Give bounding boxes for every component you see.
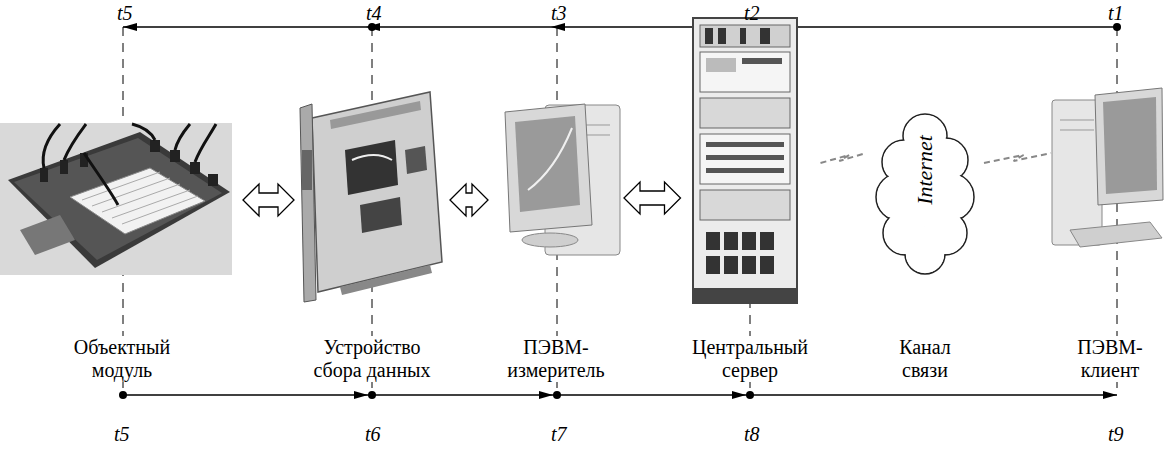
daq-card-picture bbox=[300, 92, 442, 302]
central-server: Центральный сервер bbox=[684, 85, 817, 386]
time-label: t4 bbox=[366, 1, 382, 25]
time-label: t3 bbox=[551, 1, 567, 25]
measuring-pc-picture bbox=[505, 104, 620, 255]
device-caption: Устройство сбора данных bbox=[307, 336, 437, 382]
time-label: t9 bbox=[1108, 422, 1124, 446]
device-caption: Центральный сервер bbox=[688, 336, 813, 382]
server-rack-picture bbox=[693, 18, 797, 303]
hollow-double-arrow bbox=[450, 184, 488, 216]
time-label: t2 bbox=[744, 1, 760, 25]
inner-label: Internet bbox=[912, 135, 938, 205]
hollow-double-arrow bbox=[624, 182, 681, 214]
time-label: t7 bbox=[551, 422, 567, 446]
device-caption: ПЭВМ-клиент bbox=[1063, 336, 1158, 382]
internet-channel: InternetКанал связи bbox=[870, 85, 980, 386]
object-module-picture bbox=[0, 123, 232, 275]
client-pc: ПЭВМ-клиент bbox=[1055, 85, 1165, 386]
client-pc-picture bbox=[1052, 88, 1163, 247]
object-module: Объектный модуль bbox=[4, 85, 240, 386]
daq-device: Устройство сбора данных bbox=[297, 85, 447, 386]
time-marker-lines bbox=[123, 27, 1117, 395]
wireless-link bbox=[821, 153, 867, 163]
device-caption: Канал связи bbox=[883, 336, 968, 382]
time-label: t5 bbox=[117, 1, 133, 25]
time-label: t8 bbox=[744, 422, 760, 446]
measuring-pc: ПЭВМ-измеритель bbox=[491, 85, 621, 386]
cloud-outline bbox=[876, 114, 974, 274]
wireless-link bbox=[984, 153, 1051, 163]
time-label: t6 bbox=[365, 422, 381, 446]
device-caption: Объектный модуль bbox=[57, 336, 187, 382]
device-caption: ПЭВМ-измеритель bbox=[496, 336, 616, 382]
top-timeline bbox=[123, 23, 1121, 31]
bottom-timeline bbox=[119, 391, 1117, 399]
time-label: t5 bbox=[114, 422, 130, 446]
hollow-double-arrow bbox=[243, 184, 294, 216]
time-label: t1 bbox=[1108, 1, 1124, 25]
